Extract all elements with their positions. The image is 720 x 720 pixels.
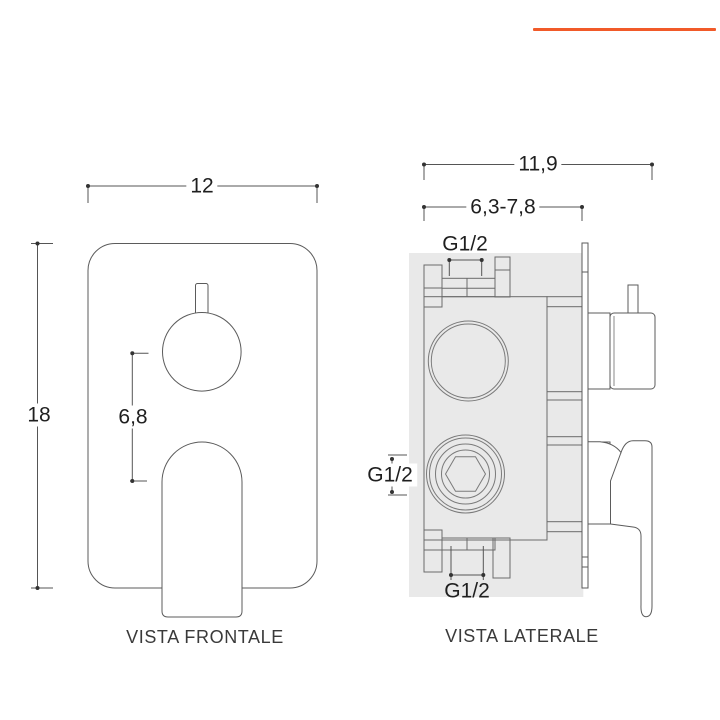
accent-line (533, 28, 716, 31)
side-lever-handle (587, 440, 653, 618)
side-view-drawing (388, 162, 656, 618)
hex-connection (426, 434, 505, 514)
thread-bottom-label: G1/2 (444, 579, 490, 603)
valve-body (423, 256, 583, 579)
front-diverter-stem (195, 283, 209, 316)
thread-top-label: G1/2 (442, 232, 488, 256)
side-range-label: 6,3-7,8 (466, 195, 540, 219)
front-view-drawing (31, 184, 319, 618)
side-view-caption: VISTA LATERALE (445, 626, 599, 646)
front-height-label: 18 (23, 403, 55, 427)
wall-niche (409, 253, 584, 597)
front-view-caption: VISTA FRONTALE (126, 627, 284, 647)
side-diverter-knob (587, 284, 656, 390)
front-diverter-knob (162, 312, 242, 392)
front-lever-handle (161, 441, 243, 618)
front-offset-label: 6,8 (114, 405, 152, 429)
side-depth-label: 11,9 (514, 152, 562, 176)
thread-top-dimension (447, 258, 484, 276)
cartridge-circle (427, 320, 509, 402)
thread-bottom-dimension (449, 546, 486, 580)
side-plate (581, 242, 589, 589)
front-width-label: 12 (186, 174, 218, 198)
thread-side-label: G1/2 (363, 463, 417, 487)
